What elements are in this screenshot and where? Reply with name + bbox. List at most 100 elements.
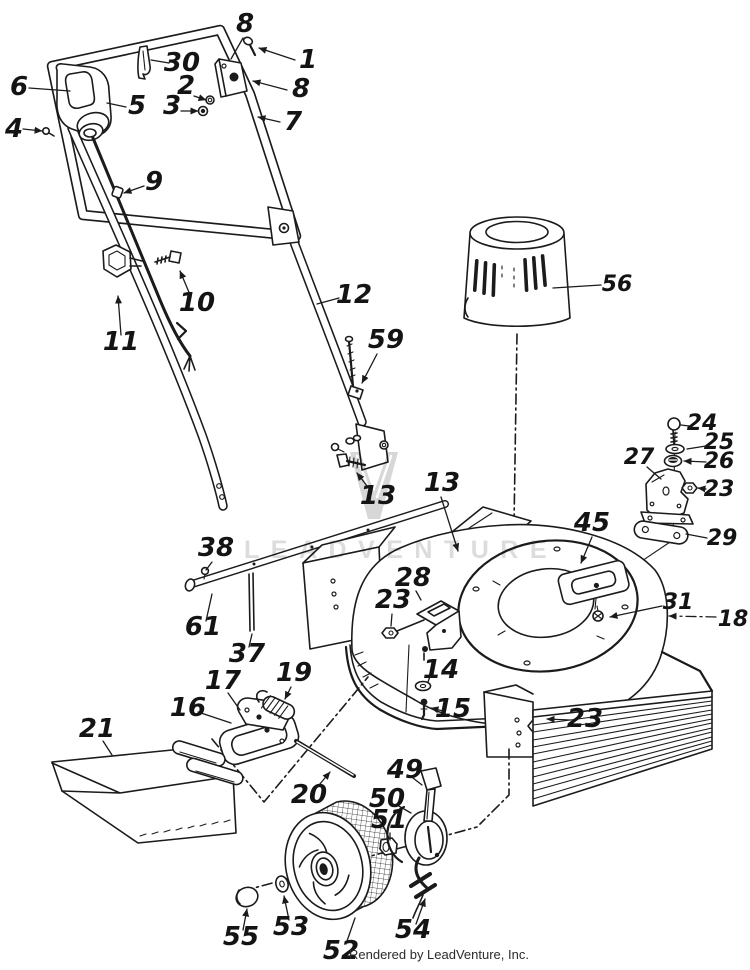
callout-10: 10 <box>179 288 215 318</box>
leader-14 <box>427 670 433 683</box>
leader-2 <box>193 94 207 101</box>
callout-19: 19 <box>276 658 312 688</box>
leader-38 <box>205 561 213 571</box>
callout-21: 21 <box>79 714 115 744</box>
callout-25: 25 <box>704 430 735 455</box>
leader-53 <box>282 895 290 921</box>
leader-31 <box>609 605 663 619</box>
wheel-assembly <box>235 767 478 921</box>
callout-29: 29 <box>707 526 738 551</box>
leader-10 <box>179 270 192 298</box>
callout-14: 14 <box>423 655 459 685</box>
callout-12: 12 <box>336 280 372 310</box>
hub-cap-55 <box>235 886 259 908</box>
leader-23-b <box>390 613 393 627</box>
callout-52: 52 <box>323 936 359 966</box>
callout-24: 24 <box>687 411 718 436</box>
rod-end-cap <box>184 578 196 592</box>
callout-45: 45 <box>573 508 610 538</box>
callout-31: 31 <box>663 590 694 615</box>
callout-61: 61 <box>185 612 221 642</box>
mower-deck <box>211 523 714 825</box>
spring-19 <box>260 695 296 720</box>
leader-8-side <box>252 79 288 91</box>
leader-23-a <box>697 485 707 493</box>
leader-13-b <box>440 496 460 552</box>
bolt-24 <box>667 417 681 431</box>
strap-29 <box>633 520 689 545</box>
leader-49 <box>412 777 423 786</box>
callout-2: 2 <box>177 71 195 101</box>
callout-55: 55 <box>223 922 259 952</box>
callout-20: 20 <box>291 780 327 810</box>
hinge-roller-2 <box>186 757 244 786</box>
leader-23-c <box>546 715 571 723</box>
leader-56 <box>552 284 602 289</box>
leader-17 <box>227 692 241 711</box>
support-strip-37 <box>248 572 255 632</box>
leader-6 <box>28 87 71 92</box>
leader-9 <box>123 185 145 194</box>
callout-49: 49 <box>386 755 423 785</box>
footer-credit: Rendered by LeadVenture, Inc. <box>349 947 529 962</box>
brake-rod <box>347 339 355 388</box>
washer-14 <box>414 680 432 692</box>
washer-53 <box>275 875 289 893</box>
washer-25 <box>665 443 685 455</box>
leader-25 <box>686 445 707 450</box>
wing-knob <box>102 244 132 278</box>
callout-9: 9 <box>145 167 163 197</box>
callout-37: 37 <box>229 639 266 669</box>
callout-18: 18 <box>718 607 749 632</box>
bolt-1 <box>242 36 254 46</box>
callout-15: 15 <box>435 694 471 724</box>
callout-8-top: 8 <box>236 9 254 39</box>
deck-rear-box <box>483 691 534 758</box>
callout-53: 53 <box>273 912 309 942</box>
leader-30 <box>150 59 170 64</box>
callout-7: 7 <box>284 107 303 137</box>
throttle-cable <box>91 136 192 358</box>
engine-cover <box>463 216 571 589</box>
mounting-hardware <box>626 417 698 572</box>
spring-clip-54 <box>409 872 437 899</box>
leader-26 <box>683 457 707 465</box>
callout-26: 26 <box>704 449 735 474</box>
leader-29 <box>685 533 708 539</box>
leader-18 <box>668 612 717 620</box>
watermark-text: LEADVENTURE <box>244 536 558 564</box>
vent-slats <box>472 254 547 297</box>
callout-11: 11 <box>103 327 139 357</box>
callout-17: 17 <box>205 666 242 696</box>
leader-8-top <box>230 37 244 60</box>
leader-21 <box>102 740 113 756</box>
engine-centerline <box>512 333 518 589</box>
leader-24 <box>680 424 690 427</box>
callout-6: 6 <box>10 72 28 102</box>
leader-19 <box>284 686 292 700</box>
mount-plate-45 <box>557 559 630 606</box>
callout-59: 59 <box>368 325 404 355</box>
leader-4 <box>22 126 43 134</box>
callout-5: 5 <box>128 91 146 121</box>
adjuster-bracket <box>386 805 406 864</box>
leader-37 <box>248 633 253 648</box>
callout-8-side: 8 <box>292 74 310 104</box>
leader-5 <box>106 102 127 108</box>
callout-23-a: 23 <box>704 477 735 502</box>
handle-assembly <box>41 24 389 511</box>
leader-7 <box>257 115 281 123</box>
leader-52 <box>345 917 356 945</box>
callout-16: 16 <box>170 693 206 723</box>
leader-12 <box>316 297 340 305</box>
callout-51: 51 <box>371 805 407 835</box>
callout-56: 56 <box>602 272 633 297</box>
leader-54 <box>415 898 426 925</box>
leader-27 <box>646 466 662 480</box>
screw-15 <box>420 698 428 706</box>
callout-50: 50 <box>369 784 405 814</box>
callout-54: 54 <box>395 915 431 945</box>
screw-4 <box>41 127 50 136</box>
